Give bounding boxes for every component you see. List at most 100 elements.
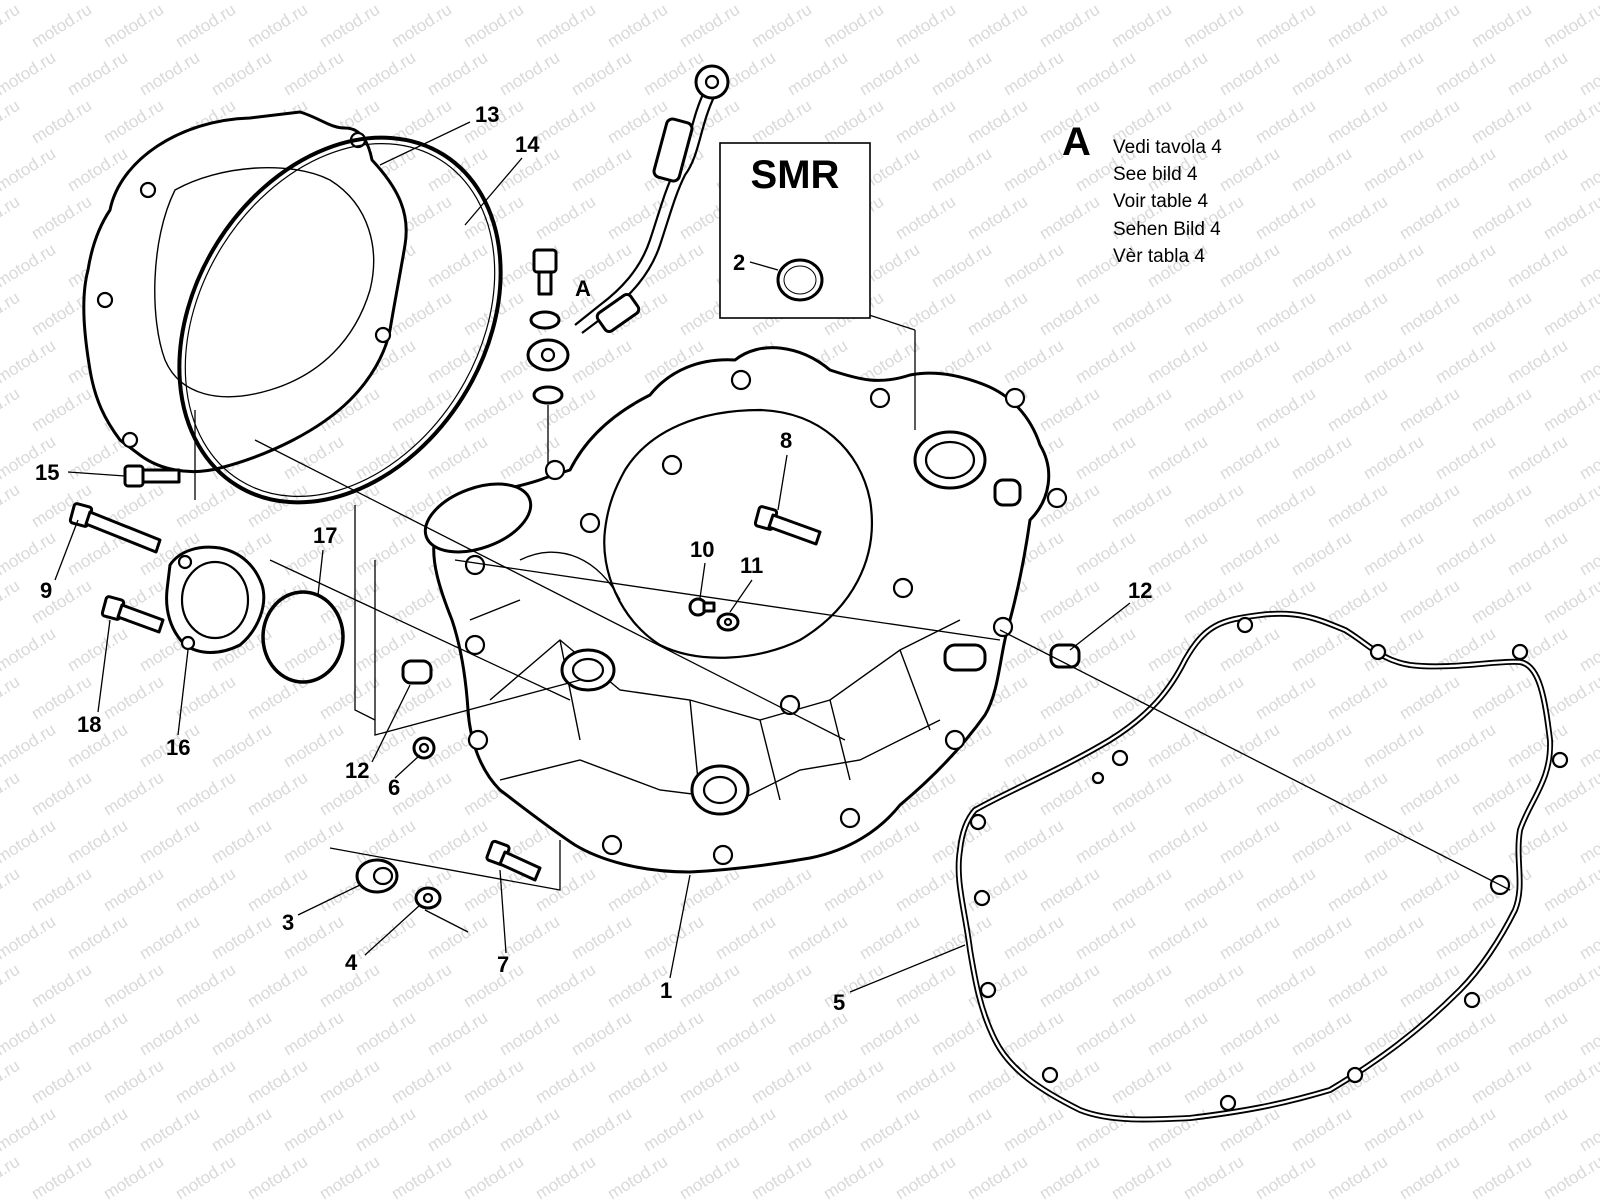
watermark-text: motod.ru — [1504, 1104, 1571, 1156]
watermark-text: motod.ru — [280, 48, 347, 100]
watermark-text: motod.ru — [28, 1152, 95, 1200]
watermark-text: motod.ru — [1324, 1152, 1391, 1200]
watermark-text: motod.ru — [388, 1056, 455, 1108]
watermark-text: motod.ru — [1432, 144, 1499, 196]
watermark-text: motod.ru — [676, 0, 743, 51]
watermark-text: motod.ru — [568, 336, 635, 388]
watermark-text: motod.ru — [1288, 816, 1355, 868]
watermark-text: motod.ru — [1108, 1056, 1175, 1108]
watermark-text: motod.ru — [244, 0, 311, 51]
watermark-text: motod.ru — [604, 192, 671, 244]
callout-11: 11 — [740, 553, 763, 578]
watermark-text: motod.ru — [244, 864, 311, 916]
watermark-text: motod.ru — [892, 1056, 959, 1108]
watermark-text: motod.ru — [676, 1152, 743, 1200]
watermark-text: motod.ru — [568, 48, 635, 100]
watermark-text: motod.ru — [568, 0, 635, 3]
watermark-text: motod.ru — [208, 48, 275, 100]
reference-line: Vèr tabla 4 — [1113, 246, 1205, 267]
watermark-text: motod.ru — [1396, 768, 1463, 820]
watermark-text: motod.ru — [1180, 960, 1247, 1012]
watermark-text: motod.ru — [1000, 720, 1067, 772]
watermark-text: motod.ru — [100, 0, 167, 51]
watermark-text: motod.ru — [1072, 528, 1139, 580]
watermark-text: motod.ru — [1360, 336, 1427, 388]
watermark-text: motod.ru — [604, 1056, 671, 1108]
watermark-text: motod.ru — [1396, 1152, 1463, 1200]
part-16-flange-cover — [165, 545, 266, 654]
callout-5: 5 — [833, 990, 845, 1015]
watermark-text: motod.ru — [0, 1104, 59, 1156]
watermark-text: motod.ru — [964, 864, 1031, 916]
watermark-text: motod.ru — [0, 912, 59, 964]
watermark-text: motod.ru — [172, 1056, 239, 1108]
watermark-text: motod.ru — [1324, 480, 1391, 532]
watermark-text: motod.ru — [1324, 288, 1391, 340]
watermark-text: motod.ru — [0, 864, 23, 916]
watermark-text: motod.ru — [1252, 288, 1319, 340]
watermark-text: motod.ru — [748, 1056, 815, 1108]
watermark-text: motod.ru — [496, 48, 563, 100]
watermark-text: motod.ru — [1576, 336, 1600, 388]
watermark-text: motod.ru — [1252, 672, 1319, 724]
callout-2: 2 — [733, 250, 745, 275]
watermark-text: motod.ru — [352, 0, 419, 3]
watermark-text: motod.ru — [712, 912, 779, 964]
watermark-text: motod.ru — [1504, 336, 1571, 388]
watermark-text: motod.ru — [100, 1152, 167, 1200]
watermark-text: motod.ru — [1000, 48, 1067, 100]
watermark-text: motod.ru — [496, 0, 563, 3]
part-18-bolt — [100, 595, 165, 634]
watermark-text: motod.ru — [1036, 672, 1103, 724]
callout-4: 4 — [345, 950, 358, 975]
watermark-text: motod.ru — [1000, 240, 1067, 292]
watermark-text: motod.ru — [352, 816, 419, 868]
watermark-text: motod.ru — [1252, 864, 1319, 916]
watermark-text: motod.ru — [532, 96, 599, 148]
watermark-text: motod.ru — [100, 960, 167, 1012]
watermark-text: motod.ru — [856, 912, 923, 964]
watermark-text: motod.ru — [1396, 960, 1463, 1012]
watermark-text: motod.ru — [28, 384, 95, 436]
watermark-text: motod.ru — [1504, 816, 1571, 868]
watermark-text: motod.ru — [1216, 432, 1283, 484]
watermark-text: motod.ru — [100, 864, 167, 916]
watermark-text: motod.ru — [136, 48, 203, 100]
watermark-text: motod.ru — [172, 0, 239, 51]
watermark-text: motod.ru — [1288, 528, 1355, 580]
watermark-text: motod.ru — [820, 0, 887, 51]
watermark-text: motod.ru — [28, 576, 95, 628]
watermark-text: motod.ru — [1540, 384, 1600, 436]
watermark-text: motod.ru — [1288, 48, 1355, 100]
watermark-text: motod.ru — [0, 528, 59, 580]
watermark-text: motod.ru — [0, 672, 23, 724]
part-13-clutch-cover — [82, 110, 408, 474]
watermark-text: motod.ru — [1288, 240, 1355, 292]
watermark-text: motod.ru — [1468, 1056, 1535, 1108]
watermark-text: motod.ru — [1108, 960, 1175, 1012]
watermark-text: motod.ru — [1036, 1152, 1103, 1200]
watermark-text: motod.ru — [424, 0, 491, 3]
watermark-text: motod.ru — [1216, 1008, 1283, 1060]
watermark-text: motod.ru — [748, 96, 815, 148]
watermark-text: motod.ru — [820, 96, 887, 148]
watermark-text: motod.ru — [1036, 960, 1103, 1012]
watermark-text: motod.ru — [64, 48, 131, 100]
watermark-text: motod.ru — [1036, 0, 1103, 51]
watermark-text: motod.ru — [460, 1152, 527, 1200]
watermark-text: motod.ru — [316, 672, 383, 724]
part-11-washer — [716, 612, 740, 632]
watermark-text: motod.ru — [1360, 816, 1427, 868]
watermark-text: motod.ru — [1036, 192, 1103, 244]
watermark-text: motod.ru — [856, 0, 923, 3]
watermark-text: motod.ru — [1144, 1008, 1211, 1060]
watermark-text: motod.ru — [964, 1152, 1031, 1200]
reference-line: See bild 4 — [1113, 164, 1198, 185]
part-9-bolt — [68, 502, 162, 554]
reference-letter: A — [1062, 120, 1091, 164]
watermark-text: motod.ru — [244, 960, 311, 1012]
oil-hose-assembly — [526, 64, 730, 470]
watermark-text: motod.ru — [1396, 864, 1463, 916]
watermark-text: motod.ru — [0, 0, 23, 51]
watermark-text: motod.ru — [1036, 288, 1103, 340]
